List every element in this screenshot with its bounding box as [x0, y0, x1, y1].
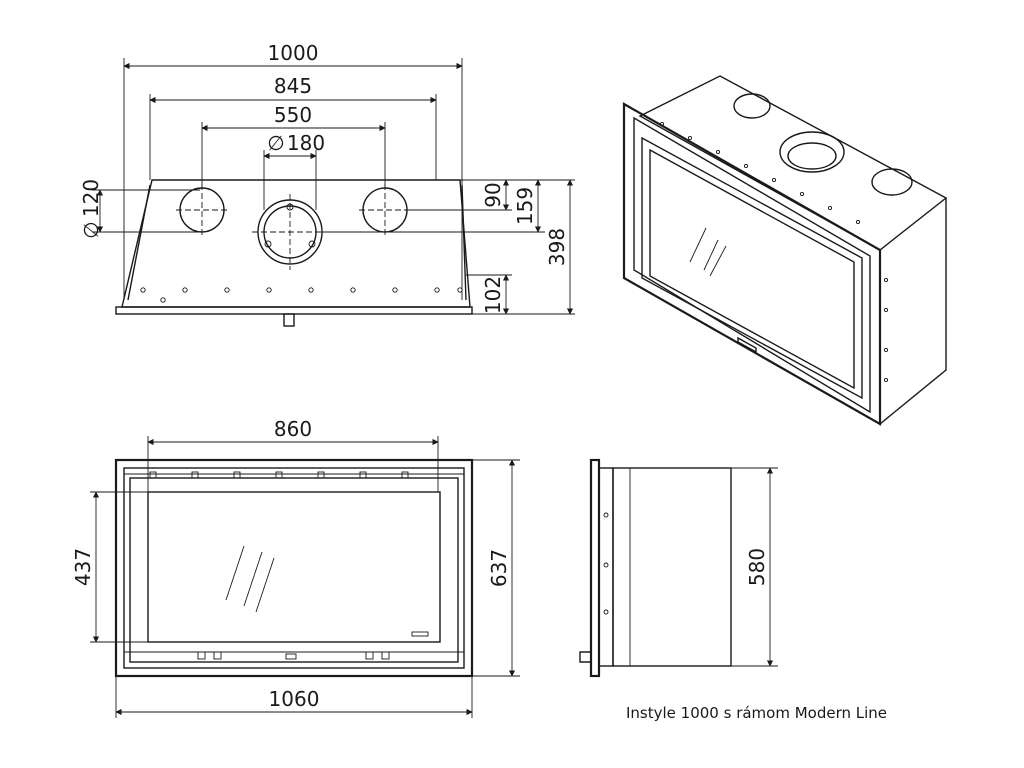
side-view: 580	[579, 458, 778, 678]
diameter-symbol-120: ∅	[79, 221, 103, 238]
iso-glass	[649, 148, 855, 390]
iso-rivets	[659, 121, 889, 383]
side-rivet-2	[603, 562, 609, 568]
iso-glass-reflection-1	[689, 227, 707, 263]
front-door	[129, 477, 459, 663]
top-view-rivets	[140, 287, 463, 303]
dim-label-102: 102	[481, 276, 505, 314]
top-view-extension-lines	[92, 58, 575, 315]
iso-flue-main-inner	[787, 142, 837, 170]
iso-frame-inner	[633, 116, 871, 414]
dim-label-845: 845	[274, 74, 312, 98]
top-view: 1000 845 550 ∅ 180 ∅ 120 90 159 398 102	[79, 41, 575, 327]
front-glass	[147, 491, 441, 643]
dim-label-180: 180	[287, 131, 325, 155]
dim-label-550: 550	[274, 103, 312, 127]
iso-right-face	[879, 198, 947, 426]
iso-top-face	[638, 75, 948, 251]
front-frame-inner	[123, 467, 465, 669]
front-glass-reflection-3	[255, 557, 275, 613]
dim-label-120: 120	[79, 179, 103, 217]
main-flue	[252, 194, 328, 270]
dim-label-398: 398	[545, 228, 569, 266]
iso-door	[641, 136, 863, 400]
side-rivet-1	[603, 512, 609, 518]
front-view-extension-lines	[90, 436, 520, 718]
iso-flue-main-outer	[779, 131, 845, 173]
drawing-caption: Instyle 1000 s rámom Modern Line	[626, 704, 887, 722]
front-glass-reflection-1	[225, 545, 245, 601]
front-glass-reflection-2	[243, 551, 263, 607]
dim-label-860: 860	[274, 417, 312, 441]
side-flue-left	[176, 184, 228, 236]
top-view-handle	[283, 313, 295, 327]
front-bottom-tabs	[124, 651, 464, 660]
side-flue-right	[359, 184, 411, 236]
dim-label-580: 580	[745, 548, 769, 586]
side-rivet-3	[603, 609, 609, 615]
dim-label-637: 637	[487, 549, 511, 587]
front-top-tabs	[124, 471, 464, 479]
front-logo-mark	[411, 631, 429, 637]
front-view: 860 437 637 1060	[71, 417, 520, 718]
dim-label-437: 437	[71, 548, 95, 586]
side-handle	[579, 651, 592, 663]
isometric-view	[622, 75, 948, 426]
dim-label-159: 159	[513, 187, 537, 225]
diameter-symbol-180: ∅	[267, 131, 284, 155]
iso-frame-outer	[622, 102, 882, 426]
top-view-inner-edge	[127, 184, 467, 301]
iso-handle	[737, 336, 757, 354]
top-view-body-outline	[121, 179, 471, 308]
side-frame	[589, 458, 601, 678]
iso-glass-reflection-3	[709, 245, 727, 277]
dim-label-1000: 1000	[268, 41, 319, 65]
front-frame-outer	[114, 458, 474, 678]
top-view-front-flange	[115, 306, 473, 315]
dim-label-1060: 1060	[269, 687, 320, 711]
iso-glass-reflection-2	[703, 239, 719, 271]
iso-flue-right	[871, 168, 913, 196]
side-body	[612, 467, 732, 667]
iso-flue-left	[733, 93, 771, 119]
dim-label-90: 90	[481, 182, 505, 207]
